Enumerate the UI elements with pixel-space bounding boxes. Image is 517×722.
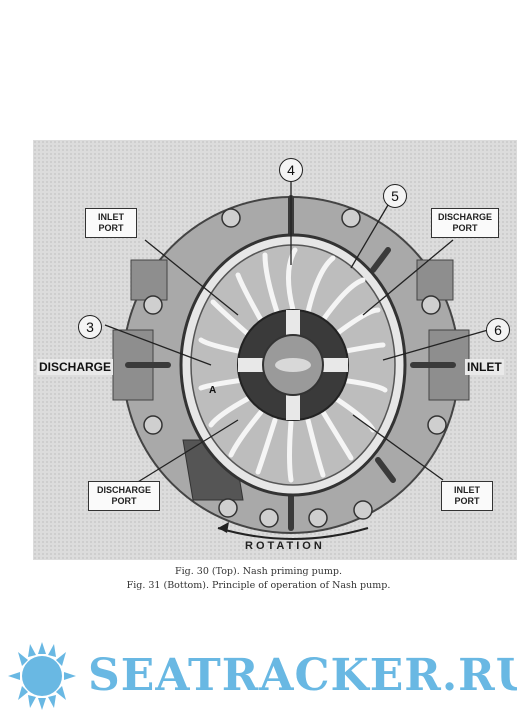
discharge-port-bottom-label: DISCHARGE PORT bbox=[88, 481, 160, 511]
impeller-blades bbox=[198, 247, 388, 483]
inlet-port-bottom-label: INLET PORT bbox=[441, 481, 493, 511]
rotation-label: ROTATION bbox=[245, 540, 325, 552]
point-a-label: A bbox=[209, 385, 217, 396]
pump-diagram: 4 5 3 6 INLET PORT DISCHARGE PORT DISCHA… bbox=[33, 140, 517, 560]
leader-lines bbox=[104, 178, 489, 486]
discharge-port-top-label: DISCHARGE PORT bbox=[431, 208, 499, 238]
caption-line-2: Fig. 31 (Bottom). Principle of operation… bbox=[126, 580, 391, 591]
rotation-arrow bbox=[217, 527, 369, 540]
inlet-side-label: INLET bbox=[465, 359, 504, 375]
inlet-port-top-label: INLET PORT bbox=[85, 208, 137, 238]
callout-3: 3 bbox=[78, 315, 102, 339]
shaft-key bbox=[275, 358, 311, 372]
rotation-arrowhead bbox=[218, 522, 229, 533]
caption-line-1: Fig. 30 (Top). Nash priming pump. bbox=[175, 566, 342, 577]
sun-icon bbox=[8, 642, 76, 710]
callout-6: 6 bbox=[486, 318, 510, 342]
discharge-side-label: DISCHARGE bbox=[37, 359, 114, 375]
housing-bolts bbox=[143, 208, 447, 528]
watermark-text: SEATRACKER.RU bbox=[88, 650, 517, 701]
callout-5: 5 bbox=[383, 184, 407, 208]
callout-4: 4 bbox=[279, 158, 303, 182]
pump-drawing bbox=[104, 178, 489, 540]
upper-left-boss bbox=[130, 259, 168, 301]
watermark-logo bbox=[8, 642, 76, 710]
